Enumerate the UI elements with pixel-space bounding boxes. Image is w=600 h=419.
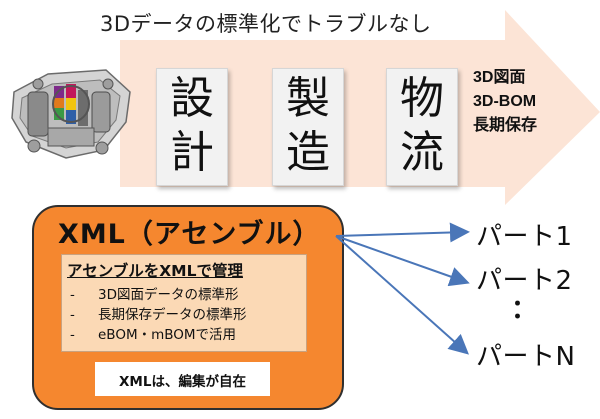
note-box (95, 362, 270, 396)
process-char: 流 (400, 127, 444, 178)
list-item: - 長期保存データの標準形 (70, 303, 305, 323)
part-2-label: パート2 (476, 266, 573, 296)
process-char: 設 (170, 73, 214, 124)
ellipsis-mark: ： (511, 295, 538, 325)
part-1-label: パート1 (476, 222, 573, 252)
arrow-to-partN (335, 235, 469, 355)
list-item-text: eBOM・mBOMで活用 (98, 327, 237, 343)
list-item: - 3D図面データの標準形 (70, 283, 305, 303)
process-box-logistics: 物 流 (386, 68, 458, 186)
dash-bullet: - (70, 307, 75, 323)
list-item-text: 長期保存データの標準形 (98, 307, 247, 323)
note-text: XMLは、編集が自在 (119, 374, 246, 390)
headline: 3Dデータの標準化でトラブルなし (100, 12, 432, 36)
effect-item: 3D-BOM (473, 93, 537, 110)
effect-item: 長期保存 (473, 117, 538, 134)
dash-bullet: - (70, 287, 75, 303)
process-char: 製 (286, 73, 330, 124)
effect-item: 3D図面 (473, 69, 526, 86)
arrow-to-part2 (335, 235, 470, 287)
part-n-label: パートN (476, 342, 576, 372)
process-box-design: 設 計 (156, 68, 228, 186)
process-box-manufacturing: 製 造 (272, 68, 344, 186)
process-char: 造 (286, 127, 330, 178)
effects-list: 3D図面 3D-BOM 長期保存 (473, 66, 583, 138)
xml-management-title: アセンブルをXMLで管理 (67, 262, 243, 280)
engine-assembly-image (8, 62, 136, 166)
list-item-text: 3D図面データの標準形 (98, 287, 239, 303)
arrow-to-part1 (335, 222, 470, 243)
xml-box-title: XML（アセンブル） (58, 219, 321, 250)
list-item: - eBOM・mBOMで活用 (70, 323, 305, 343)
process-char: 計 (170, 127, 214, 178)
xml-management-panel (61, 254, 307, 352)
dash-bullet: - (70, 327, 75, 343)
process-char: 物 (400, 73, 444, 124)
